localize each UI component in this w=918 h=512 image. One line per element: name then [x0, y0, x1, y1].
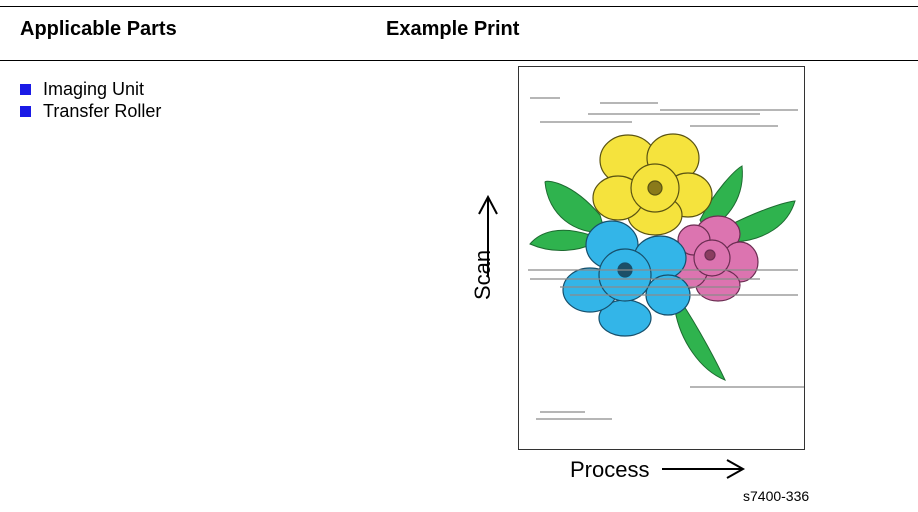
- applicable-parts-heading: Applicable Parts: [20, 18, 177, 40]
- list-item: Transfer Roller: [20, 100, 161, 122]
- scan-arrow-icon: [478, 194, 498, 277]
- process-arrow-icon: [662, 459, 746, 479]
- cyan-flower-icon: [562, 220, 691, 337]
- scan-label: Scan: [470, 249, 495, 300]
- process-label: Process: [570, 457, 650, 482]
- yellow-flower-icon: [592, 133, 713, 236]
- list-item: Imaging Unit: [20, 78, 161, 100]
- leaves-icon: [529, 165, 796, 381]
- example-print-heading: Example Print: [386, 18, 520, 40]
- streak-defects-icon: [528, 97, 804, 420]
- part-label: Transfer Roller: [43, 101, 162, 121]
- part-label: Imaging Unit: [43, 79, 145, 99]
- square-bullet-icon: [20, 83, 31, 95]
- example-print-frame: [518, 66, 805, 450]
- parts-list: Imaging Unit Transfer Roller: [20, 78, 161, 122]
- figure-id-label: s7400-336: [743, 488, 810, 504]
- square-bullet-icon: [20, 105, 31, 117]
- header-rule: [0, 60, 918, 61]
- top-rule: [0, 6, 918, 7]
